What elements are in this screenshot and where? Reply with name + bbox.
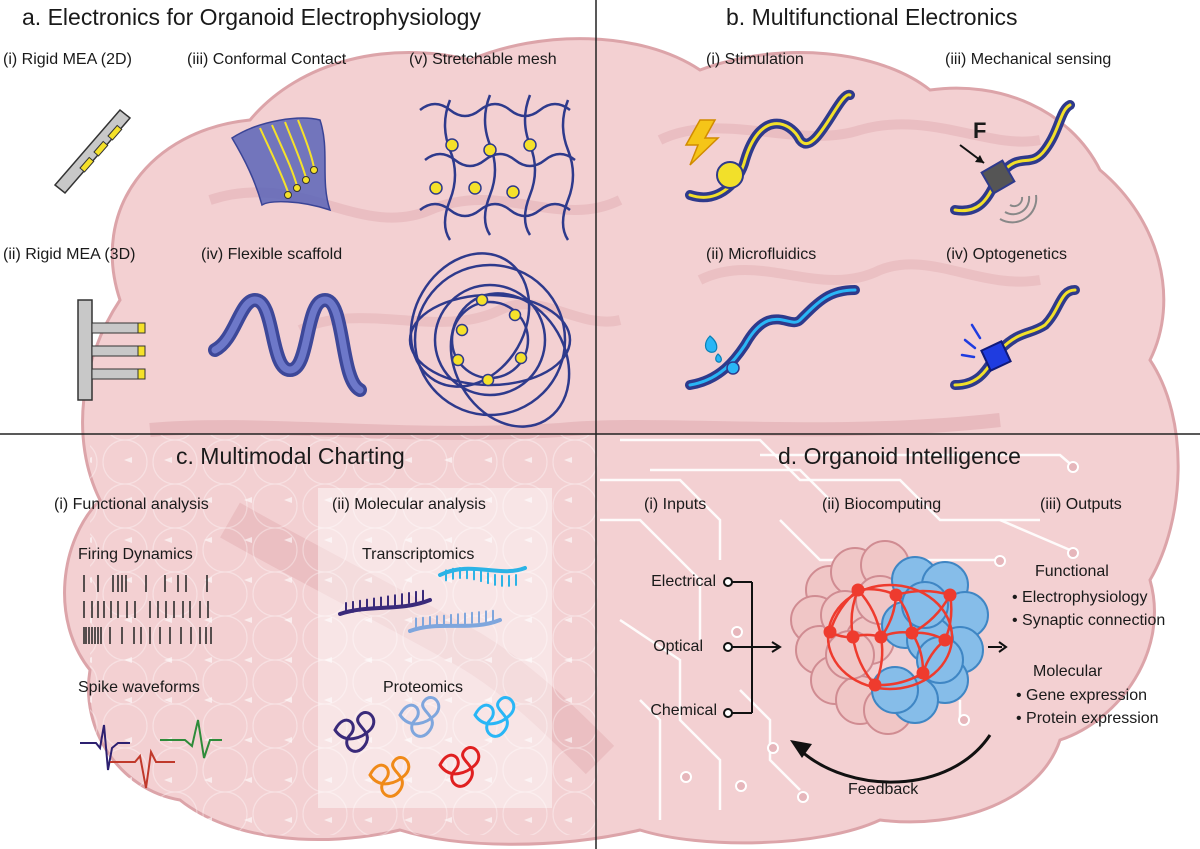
panel-a-title: a. Electronics for Organoid Electrophysi… (22, 4, 481, 30)
panel-b-title: b. Multifunctional Electronics (726, 4, 1018, 30)
force-label: F (973, 118, 987, 143)
feedback-arrow-icon (790, 734, 992, 784)
label-optogenetics: (iv) Optogenetics (946, 246, 1067, 263)
neuron-node (868, 678, 882, 692)
label-rigid-mea-3d: (ii) Rigid MEA (3D) (3, 246, 136, 263)
transcriptomics-icon (338, 566, 527, 633)
circuit-traces (600, 438, 1076, 820)
neuron-node (943, 588, 957, 602)
output-molecular-title: Molecular (1033, 663, 1103, 680)
lightning-icon (684, 119, 720, 166)
output-protein-expression: • Protein expression (1016, 710, 1159, 727)
label-feedback: Feedback (848, 781, 919, 798)
output-arrow-icon (988, 641, 1008, 653)
neuron-node (938, 633, 952, 647)
input-chemical: Chemical (650, 702, 717, 719)
output-electrophysiology: • Electrophysiology (1012, 589, 1148, 606)
stretchable-mesh-icon (419, 94, 576, 241)
brain-background (63, 37, 1180, 846)
input-arrow-icon (770, 641, 782, 653)
label-stimulation: (i) Stimulation (706, 51, 804, 68)
output-synaptic-connection: • Synaptic connection (1012, 612, 1166, 629)
stimulation-probe-icon (685, 90, 855, 203)
flexible-scaffold-icon (208, 292, 367, 397)
raster-plot (83, 575, 212, 644)
microfluidics-probe-icon (685, 285, 860, 390)
neuron-node (916, 666, 930, 680)
proteomics-icon (333, 696, 516, 798)
neuron-node (874, 630, 888, 644)
conformal-contact-icon (230, 117, 332, 212)
neuron-node (823, 625, 837, 639)
neuron-node (851, 583, 865, 597)
neuron-node (905, 626, 919, 640)
organoid-icon (790, 540, 989, 735)
label-flexible-scaffold: (iv) Flexible scaffold (201, 246, 343, 263)
scaffold-mesh-icon (408, 252, 572, 428)
input-bracket (723, 577, 770, 718)
light-rays-icon (960, 323, 982, 359)
mechanical-sensing-probe-icon (950, 100, 1075, 216)
input-optical: Optical (653, 638, 703, 655)
optogenetics-probe-icon (950, 285, 1080, 390)
label-spike-waveforms: Spike waveforms (78, 679, 200, 696)
label-proteomics: Proteomics (383, 679, 464, 696)
label-mechanical-sensing: (iii) Mechanical sensing (945, 51, 1112, 68)
panel-c-title: c. Multimodal Charting (176, 443, 405, 469)
circuit-pads (680, 461, 1079, 803)
panel-d-title: d. Organoid Intelligence (778, 443, 1021, 469)
output-gene-expression: • Gene expression (1016, 687, 1148, 704)
rigid-mea-3d-icon (77, 299, 146, 401)
label-stretchable-mesh: (v) Stretchable mesh (409, 51, 557, 68)
label-microfluidics: (ii) Microfluidics (706, 246, 817, 263)
input-electrical: Electrical (651, 573, 716, 590)
label-transcriptomics: Transcriptomics (362, 546, 475, 563)
label-functional-analysis: (i) Functional analysis (54, 496, 209, 513)
rigid-mea-2d-icon (53, 108, 132, 195)
output-functional-title: Functional (1035, 563, 1109, 580)
spike-waveforms (80, 719, 222, 789)
neuron-node (846, 630, 860, 644)
label-firing-dynamics: Firing Dynamics (78, 546, 193, 563)
label-molecular-analysis: (ii) Molecular analysis (332, 496, 486, 513)
neuron-node (889, 588, 903, 602)
force-arrowhead-icon (975, 155, 984, 163)
molecular-box (318, 488, 552, 808)
vibration-waves-icon (999, 194, 1038, 224)
label-outputs: (iii) Outputs (1040, 496, 1122, 513)
label-inputs: (i) Inputs (644, 496, 707, 513)
label-biocomputing: (ii) Biocomputing (822, 496, 942, 513)
label-conformal-contact: (iii) Conformal Contact (187, 51, 347, 68)
label-rigid-mea-2d: (i) Rigid MEA (2D) (3, 51, 132, 68)
droplet-icon (704, 335, 722, 363)
